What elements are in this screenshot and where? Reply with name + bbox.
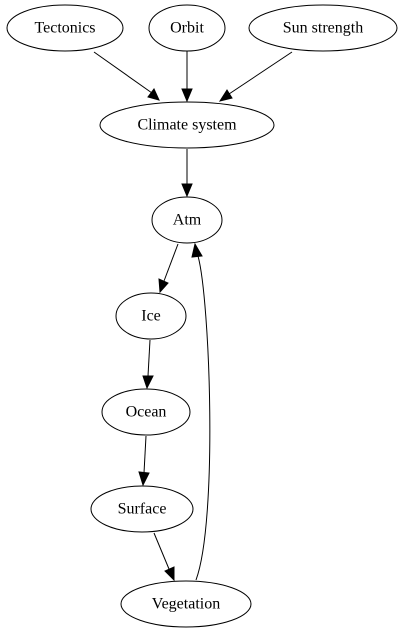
node-label-sun-strength: Sun strength xyxy=(283,20,363,37)
edge-ice-ocean xyxy=(142,339,154,390)
edge-vegetation-atm xyxy=(191,242,211,581)
node-climate-system: Climate system xyxy=(99,101,275,149)
node-label-atm: Atm xyxy=(173,212,202,229)
node-label-climate-system: Climate system xyxy=(137,117,237,134)
node-orbit: Orbit xyxy=(148,4,226,52)
node-atm: Atm xyxy=(151,196,223,244)
node-label-orbit: Orbit xyxy=(170,20,204,37)
node-label-tectonics: Tectonics xyxy=(34,20,95,37)
node-ocean: Ocean xyxy=(101,388,191,436)
edge-surface-vegetation xyxy=(153,532,175,582)
edge-sun-strength-climate-system xyxy=(218,51,293,102)
node-label-surface: Surface xyxy=(118,501,167,518)
node-label-vegetation: Vegetation xyxy=(152,596,220,613)
edge-orbit-climate-system xyxy=(181,51,193,103)
node-vegetation: Vegetation xyxy=(120,580,252,628)
edge-climate-system-atm xyxy=(181,149,193,198)
edge-atm-ice xyxy=(158,243,179,294)
node-label-ice: Ice xyxy=(141,308,161,325)
node-sun-strength: Sun strength xyxy=(248,4,398,52)
edge-tectonics-climate-system xyxy=(93,51,160,101)
node-label-ocean: Ocean xyxy=(126,404,167,421)
edges xyxy=(93,51,293,582)
nodes: Tectonics Orbit Sun strength Climate sys… xyxy=(6,4,398,628)
node-ice: Ice xyxy=(115,292,187,340)
edge-ocean-surface xyxy=(138,435,150,487)
node-surface: Surface xyxy=(90,485,194,533)
node-tectonics: Tectonics xyxy=(6,4,124,52)
